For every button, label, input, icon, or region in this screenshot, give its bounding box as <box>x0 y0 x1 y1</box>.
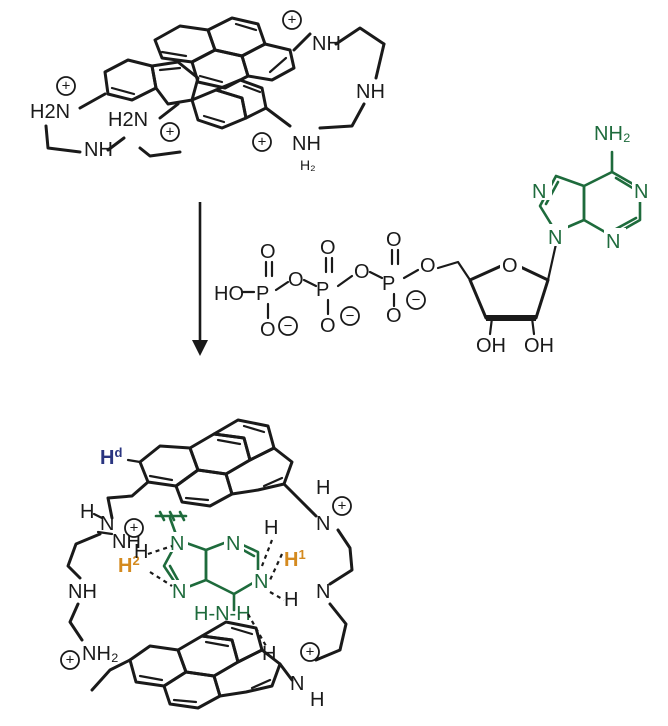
ribose-oh-1: OH <box>476 335 506 357</box>
reactant-cage: NH NH NH H₂ H2N NH H2N + + + + <box>30 10 386 173</box>
svg-text:−: − <box>412 292 421 309</box>
atp-p2: P <box>316 279 329 301</box>
charge-1: + <box>282 10 302 30</box>
guest-n1: N <box>254 571 268 593</box>
atp-o-1: O <box>260 319 276 341</box>
charge-4: + <box>252 132 272 152</box>
atp-ester-o: O <box>420 255 436 277</box>
atp-molecule: HO P O O − O P O O − O P O O − O <box>214 123 654 357</box>
amine-h2n-left: H2N <box>30 101 70 123</box>
ribose-oh-2: OH <box>524 335 554 357</box>
complex-h-right-mid: H <box>284 589 298 611</box>
atp-bridge-o2: O <box>354 261 370 283</box>
ribose-ring: O OH OH <box>468 242 558 357</box>
atp-oxo-1: O <box>260 241 276 263</box>
complex-charge-lt: + <box>124 518 144 538</box>
svg-text:−: − <box>284 318 293 335</box>
atp-ho: HO <box>214 283 244 305</box>
adenine-guest: N N N N H-N-H <box>154 510 272 625</box>
complex-n-right-mid: N <box>316 581 330 603</box>
proton-hd-label: Hd <box>100 445 122 470</box>
amine-nh2-right: NH <box>292 133 321 155</box>
complex-n-right-bottom: N <box>290 673 304 695</box>
guest-n9: N <box>170 533 184 555</box>
adenine-nh2: NH₂ <box>594 123 631 145</box>
guest-n3: N <box>226 533 240 555</box>
atp-p1: P <box>256 283 269 305</box>
complex-h-left-top: H <box>80 501 94 523</box>
host-guest-complex: Hd N H NH NH₂ + N H <box>60 418 354 711</box>
anion-3: − <box>406 290 426 310</box>
complex-h-right-top: H <box>316 477 330 499</box>
atp-oxo-2: O <box>320 237 336 259</box>
amine-nh-1: NH <box>312 33 341 55</box>
adenine-n9: N <box>548 227 562 249</box>
atp-o-2: O <box>320 315 336 337</box>
anion-2: − <box>340 306 360 326</box>
reaction-arrow <box>192 202 208 356</box>
svg-text:+: + <box>166 124 175 141</box>
charge-2: + <box>56 76 76 96</box>
svg-text:+: + <box>338 498 347 515</box>
complex-charge-rt: + <box>332 496 352 516</box>
svg-text:+: + <box>288 12 297 29</box>
amine-h2-sub: H₂ <box>300 157 316 173</box>
complex-charge-lb: + <box>60 650 80 670</box>
svg-text:+: + <box>62 78 71 95</box>
complex-n-left-top: N <box>100 513 114 535</box>
svg-text:+: + <box>258 134 267 151</box>
adenine-n7: N <box>532 181 546 203</box>
atp-bridge-o1: O <box>288 269 304 291</box>
atp-p3: P <box>382 273 395 295</box>
svg-text:+: + <box>130 520 139 537</box>
charge-3: + <box>160 122 180 142</box>
complex-top-pyrene <box>138 418 294 508</box>
guest-n7: N <box>172 581 186 603</box>
svg-text:+: + <box>306 644 315 661</box>
amine-h2n-mid: H2N <box>108 109 148 131</box>
hydrogen-bonds <box>147 539 285 647</box>
adenine-n3: N <box>606 231 620 253</box>
anion-1: − <box>278 316 298 336</box>
proton-h1-label: H1 <box>284 547 306 572</box>
complex-h-left-inner: H <box>134 541 148 563</box>
guest-nh2: H-N-H <box>194 603 251 625</box>
proton-h2-label: H2 <box>118 553 140 578</box>
complex-bottom-pyrene <box>128 620 282 710</box>
complex-charge-rb: + <box>300 642 320 662</box>
complex-h-right-bottom: H <box>310 689 324 711</box>
svg-text:−: − <box>346 308 355 325</box>
adenine-n1: N <box>634 181 648 203</box>
ribose-ring-o: O <box>502 255 518 277</box>
complex-nh2-left-bottom: NH₂ <box>82 643 119 665</box>
complex-nh-left-mid: NH <box>68 581 97 603</box>
upper-pyrene <box>153 16 296 90</box>
amine-nh-left: NH <box>84 139 113 161</box>
amine-nh-2: NH <box>356 81 385 103</box>
atp-o-3: O <box>386 305 402 327</box>
complex-h-right-low: H <box>262 643 276 665</box>
atp-oxo-3: O <box>386 229 402 251</box>
svg-text:+: + <box>66 652 75 669</box>
complex-h-right-inner: H <box>264 517 278 539</box>
adenine-free: N N N N NH₂ <box>530 123 654 253</box>
complex-n-right-top: N <box>316 513 330 535</box>
